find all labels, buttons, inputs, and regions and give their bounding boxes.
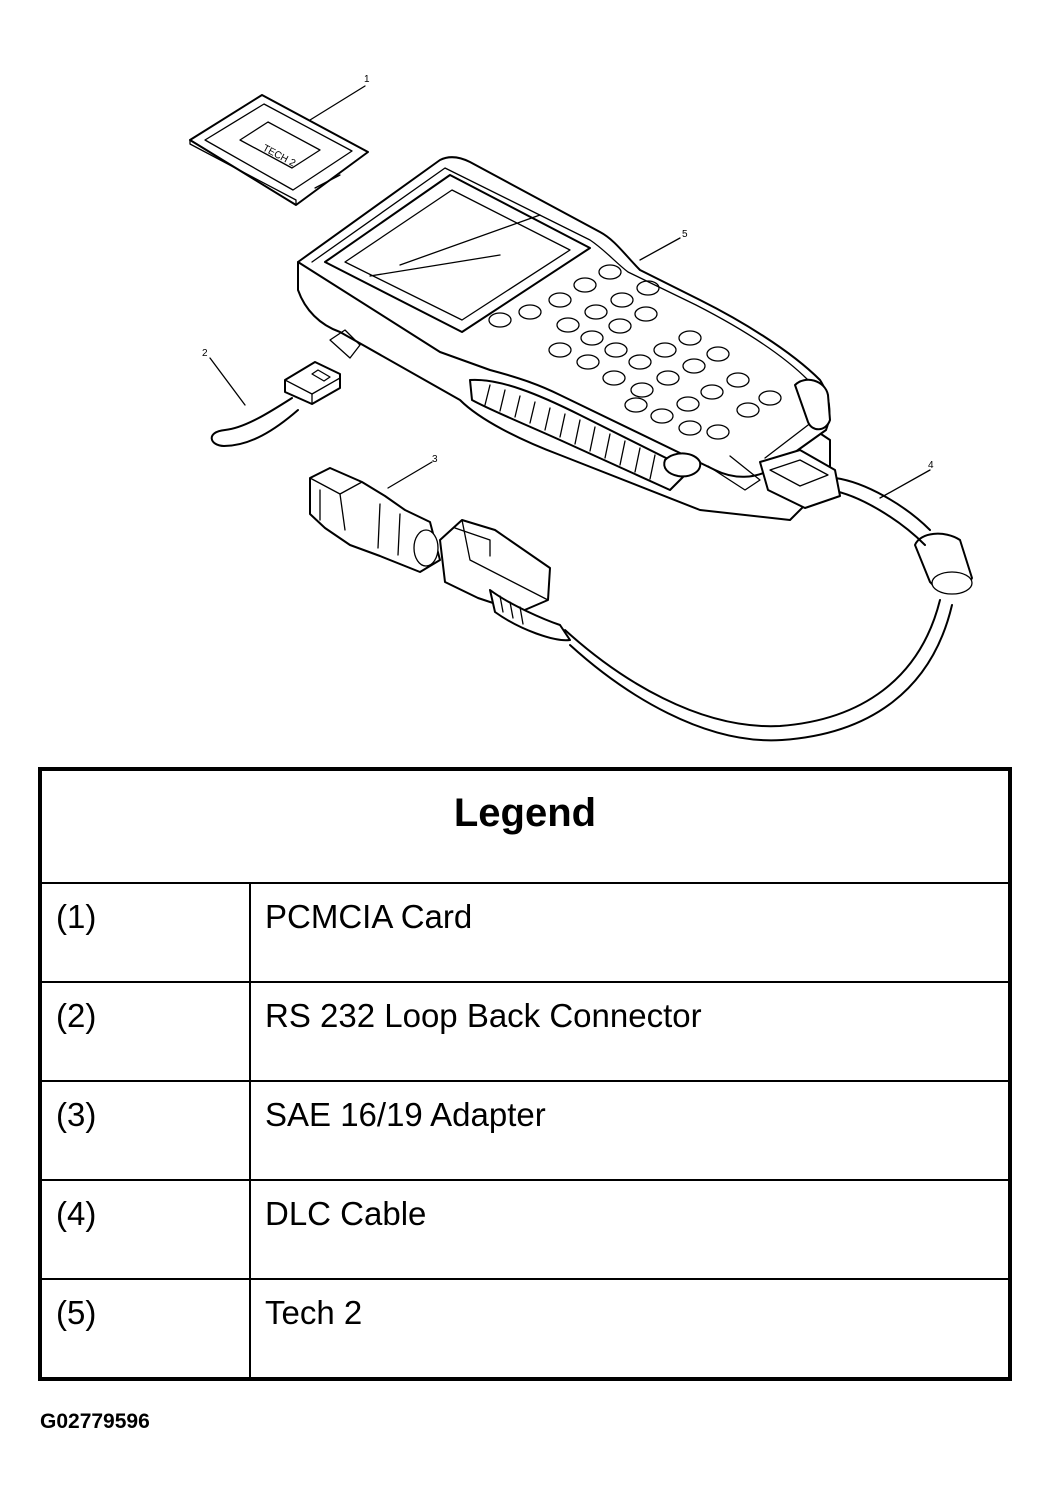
pcmcia-card-drawing: TECH 2 <box>189 85 369 206</box>
legend-number-cell: (5) <box>39 1278 251 1380</box>
callout-number: 5 <box>682 229 688 240</box>
legend-row: (5) Tech 2 <box>39 1278 1011 1380</box>
callout-number: 4 <box>928 460 934 471</box>
dlc-cable-drawing <box>439 449 973 742</box>
legend-number-cell: (3) <box>39 1080 251 1181</box>
callout-number: 2 <box>202 348 208 359</box>
legend-row: (3) SAE 16/19 Adapter <box>39 1080 1011 1181</box>
tech2-scan-tool-drawing <box>297 156 831 521</box>
legend-number-cell: (1) <box>39 882 251 983</box>
legend-description-cell: PCMCIA Card <box>249 882 1011 983</box>
legend-row: (4) DLC Cable <box>39 1179 1011 1280</box>
figure-code: G02779596 <box>40 1410 150 1433</box>
legend-description-cell: SAE 16/19 Adapter <box>249 1080 1011 1181</box>
sae-adapter-drawing <box>309 461 441 573</box>
legend-number: (3) <box>56 1096 97 1133</box>
legend-number: (2) <box>56 997 97 1034</box>
legend-row: (1) PCMCIA Card <box>39 882 1011 983</box>
legend-row: (2) RS 232 Loop Back Connector <box>39 981 1011 1082</box>
legend-description: SAE 16/19 Adapter <box>265 1096 546 1133</box>
legend-table: Legend (1) PCMCIA Card (2) RS 232 Loop B… <box>38 767 1012 1381</box>
legend-title-cell: Legend <box>39 768 1011 884</box>
tech2-kit-illustration: TECH 2 <box>189 74 973 742</box>
legend-title: Legend <box>453 791 597 835</box>
legend-description: DLC Cable <box>265 1195 427 1232</box>
callout-number: 3 <box>432 454 438 465</box>
legend-description: Tech 2 <box>265 1294 363 1331</box>
legend-number-cell: (2) <box>39 981 251 1082</box>
legend-header-row: Legend <box>39 768 1011 884</box>
legend-number: (1) <box>56 898 97 935</box>
legend-number: (4) <box>56 1195 97 1232</box>
legend-description-cell: RS 232 Loop Back Connector <box>249 981 1011 1082</box>
callout-number: 1 <box>364 74 370 85</box>
legend-description-cell: DLC Cable <box>249 1179 1011 1280</box>
legend-number-cell: (4) <box>39 1179 251 1280</box>
legend-description-cell: Tech 2 <box>249 1278 1011 1380</box>
loopback-connector-drawing <box>209 357 341 447</box>
legend-number: (5) <box>56 1294 97 1331</box>
legend-description: PCMCIA Card <box>265 898 473 935</box>
legend-description: RS 232 Loop Back Connector <box>265 997 702 1034</box>
